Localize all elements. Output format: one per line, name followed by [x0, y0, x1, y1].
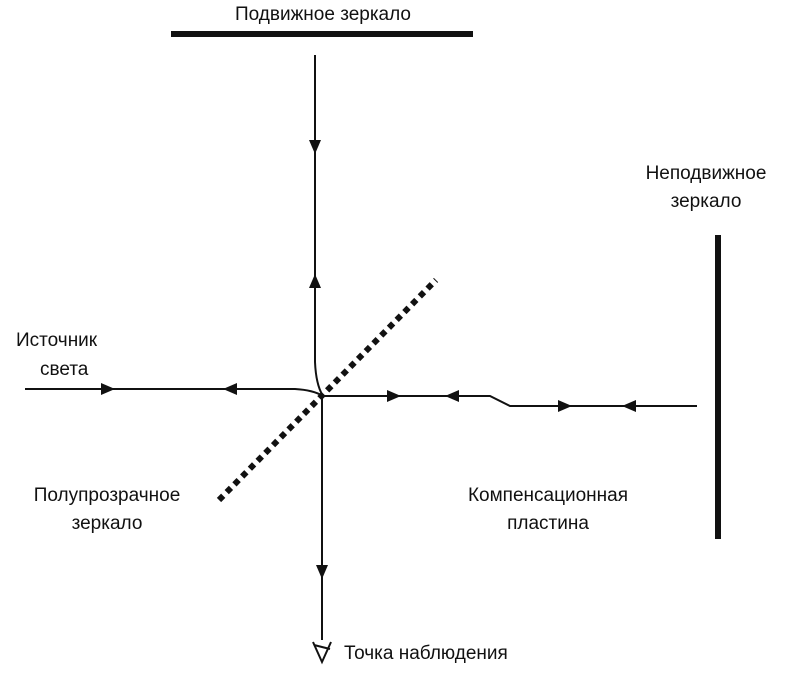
- fixed-mirror: [715, 235, 721, 539]
- beam-splitter: [216, 277, 439, 503]
- label-beam-splitter-line1: Полупрозрачное: [33, 485, 181, 506]
- arrow-left-icon: [445, 390, 459, 402]
- arrow-left-icon: [223, 383, 237, 395]
- movable-mirror: [171, 31, 473, 37]
- beam-source: [25, 388, 324, 397]
- label-light-source-line2: света: [40, 359, 89, 380]
- arrow-down-icon: [316, 565, 328, 579]
- label-fixed-mirror-line2: зеркало: [670, 191, 742, 212]
- beam-to-fixed-mirror: [322, 395, 697, 407]
- label-observation-point: Точка наблюдения: [344, 643, 508, 664]
- arrow-right-icon: [387, 390, 401, 402]
- arrow-right-icon: [558, 400, 572, 412]
- label-compensator-line1: Компенсационная: [467, 485, 628, 506]
- eye-icon: [312, 641, 332, 665]
- arrow-left-icon: [622, 400, 636, 412]
- beam-vertical-upper: [314, 55, 324, 397]
- arrow-down-icon: [309, 140, 321, 154]
- arrow-right-icon: [101, 383, 115, 395]
- label-light-source-line1: Источник: [16, 330, 98, 351]
- label-movable-mirror: Подвижное зеркало: [234, 4, 411, 25]
- label-compensator-line2: пластина: [507, 513, 589, 534]
- arrow-up-icon: [309, 274, 321, 288]
- label-beam-splitter-line2: зеркало: [71, 513, 143, 534]
- label-fixed-mirror-line1: Неподвижное: [645, 163, 767, 184]
